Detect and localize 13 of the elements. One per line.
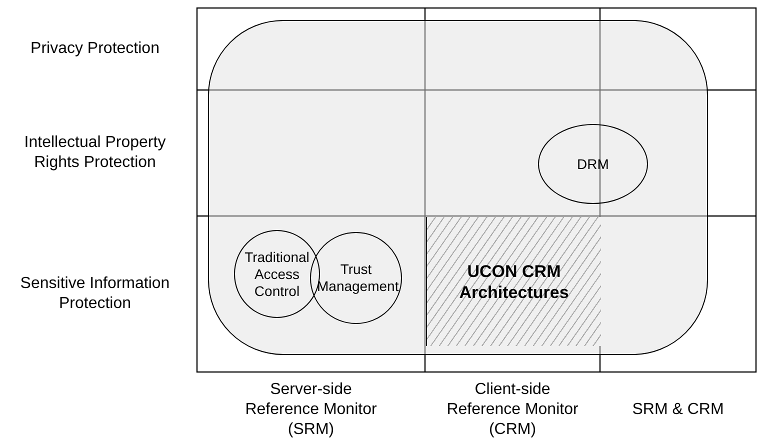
row-header: Sensitive Information Protection: [20, 274, 170, 314]
venn-circle: [310, 232, 402, 324]
rounded-region: [208, 20, 708, 355]
venn-circle: [234, 230, 320, 318]
circle-label: Traditional Access Control: [244, 248, 310, 300]
circle-label: DRM: [576, 156, 610, 172]
cell-title: UCON CRM Architectures: [458, 260, 570, 302]
column-header: SRM & CRM: [632, 400, 724, 420]
venn-circle: [538, 124, 648, 204]
column-header: Server-side Reference Monitor (SRM): [244, 380, 378, 440]
row-header: Privacy Protection: [30, 39, 160, 59]
row-header: Intellectual Property Rights Protection: [23, 133, 167, 173]
column-header: Client-side Reference Monitor (CRM): [446, 380, 580, 440]
